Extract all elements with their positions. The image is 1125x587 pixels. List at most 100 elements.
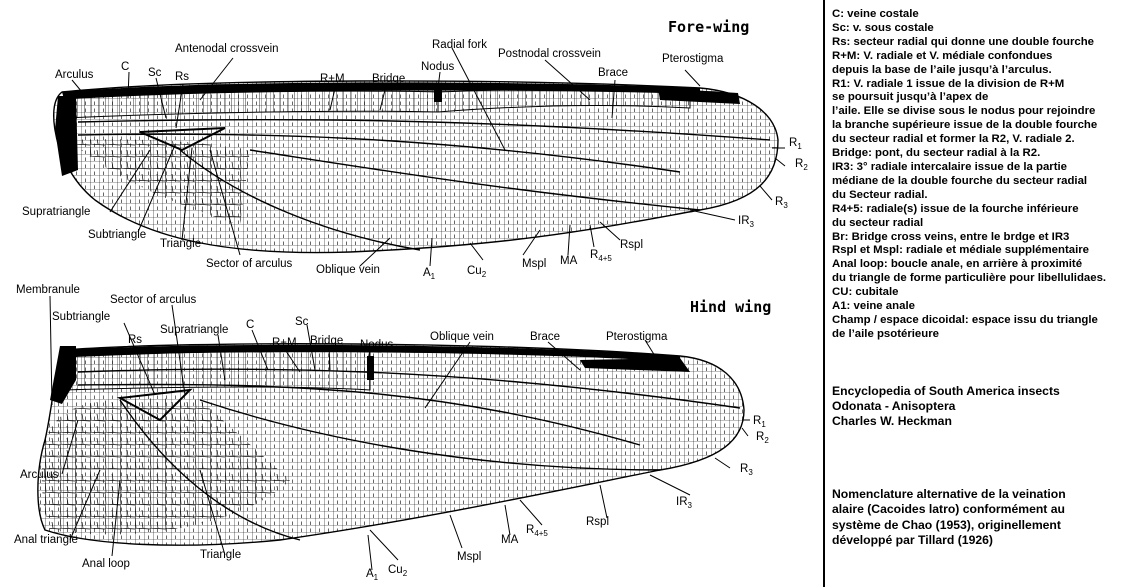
legend-line: du secteur radial et former la R2, V. ra… bbox=[832, 133, 1075, 146]
fw-label-r3: R3 bbox=[775, 196, 788, 210]
legend-line: IR3: 3° radiale intercalaire issue de la… bbox=[832, 160, 1068, 173]
fw-label-antenodal-crossvein: Antenodal crossvein bbox=[175, 43, 279, 55]
legend-line: Bridge: pont, du secteur radial à la R2. bbox=[832, 147, 1041, 160]
fw-label-r2: R2 bbox=[795, 158, 808, 172]
legend-line: C: veine costale bbox=[832, 8, 919, 20]
fw-label-ir3-main: IR bbox=[738, 215, 750, 227]
legend-line: se poursuit jusqu’à l’apex de bbox=[832, 91, 989, 104]
hw-label-rs: Rs bbox=[128, 334, 142, 346]
legend-line: R+M: V. radiale et V. médiale confondues bbox=[832, 49, 1053, 62]
hw-label-cu2: Cu2 bbox=[388, 564, 408, 578]
hw-label-oblique-vein: Oblique vein bbox=[430, 331, 494, 343]
forewing-pterostigma bbox=[658, 88, 740, 104]
fw-label-ir3: IR3 bbox=[738, 215, 755, 229]
hw-label-subtriangle: Subtriangle bbox=[52, 311, 110, 323]
legend-line: médiane de la double fourche du secteur … bbox=[832, 174, 1088, 187]
source-line: Charles W. Heckman bbox=[832, 414, 952, 428]
hw-label-r3: R3 bbox=[740, 463, 753, 477]
note-line: Nomenclature alternative de la veination bbox=[832, 487, 1066, 501]
wing-venation-diagram: Fore-wing Hind wing Antenodal crossvein … bbox=[14, 18, 808, 582]
hindwing-anal-cells bbox=[41, 398, 290, 535]
hw-label-a1-main: A bbox=[366, 568, 374, 580]
hw-label-r2-main: R bbox=[756, 431, 764, 443]
hw-label-nodus: Nodus bbox=[360, 339, 393, 351]
legend-line: Anal loop: boucle anale, en arrière à pr… bbox=[832, 258, 1083, 271]
hw-label-r45-sub: 4+5 bbox=[534, 529, 548, 538]
fw-label-postnodal-crossvein: Postnodal crossvein bbox=[498, 48, 601, 60]
fw-label-a1-sub: 1 bbox=[431, 272, 436, 281]
fw-label-mspl: Mspl bbox=[522, 258, 546, 270]
fw-label-supratriangle: Supratriangle bbox=[22, 206, 90, 218]
fw-label-r2-main: R bbox=[795, 158, 803, 170]
hw-label-mspl: Mspl bbox=[457, 551, 481, 563]
fw-label-ma: MA bbox=[560, 255, 578, 267]
legend-line: du Secteur radial. bbox=[832, 188, 928, 201]
forewing-base bbox=[55, 96, 78, 176]
vertical-divider bbox=[823, 0, 825, 587]
legend-line: Rspl et Mspl: radiale et médiale supplém… bbox=[832, 244, 1090, 257]
source-line: Odonata - Anisoptera bbox=[832, 399, 956, 413]
fw-label-r3-main: R bbox=[775, 196, 783, 208]
fw-label-ir3-sub: 3 bbox=[750, 220, 755, 229]
hw-label-bridge: Bridge bbox=[310, 335, 343, 347]
legend-line: Champ / espace dicoidal: espace issu du … bbox=[832, 313, 1098, 326]
fw-label-nodus: Nodus bbox=[421, 61, 454, 73]
hw-label-pterostigma: Pterostigma bbox=[606, 331, 668, 343]
fw-label-rs: Rs bbox=[175, 71, 189, 83]
fw-label-subtriangle: Subtriangle bbox=[88, 229, 146, 241]
fw-label-r3-sub: 3 bbox=[783, 201, 788, 210]
fw-label-r1-sub: 1 bbox=[797, 142, 802, 151]
hw-label-ma: MA bbox=[501, 534, 519, 546]
hw-label-r1-sub: 1 bbox=[761, 420, 766, 429]
hw-label-r3-main: R bbox=[740, 463, 748, 475]
fw-label-cu2-sub: 2 bbox=[482, 270, 487, 279]
fw-label-triangle: Triangle bbox=[160, 238, 201, 250]
fw-label-arculus: Arculus bbox=[55, 69, 94, 81]
fw-label-brace: Brace bbox=[598, 67, 628, 79]
fw-label-r45-main: R bbox=[590, 249, 598, 261]
fw-label-oblique-vein: Oblique vein bbox=[316, 264, 380, 276]
fw-label-r45: R4+5 bbox=[590, 249, 612, 263]
forewing-basal-cells bbox=[70, 139, 250, 225]
hw-label-r1-main: R bbox=[753, 415, 761, 427]
hw-label-brace: Brace bbox=[530, 331, 560, 343]
hw-label-c: C bbox=[246, 319, 254, 331]
nomenclature-note: Nomenclature alternative de la veination… bbox=[832, 487, 1122, 548]
hw-label-r2: R2 bbox=[756, 431, 769, 445]
legend-line: A1: veine anale bbox=[832, 300, 915, 313]
hw-label-anal-triangle: Anal triangle bbox=[14, 534, 78, 546]
note-line: système de Chao (1953), originellement bbox=[832, 517, 1061, 532]
legend-line: du triangle de forme particulière pour l… bbox=[832, 272, 1107, 285]
note-line: alaire (Cacoides latro) conformément au bbox=[832, 502, 1065, 517]
hindwing-main-veins bbox=[77, 368, 741, 541]
forewing-postnodal-field bbox=[437, 88, 691, 113]
hindwing-figure bbox=[37, 343, 745, 546]
forewing-figure bbox=[53, 80, 779, 254]
hw-label-r45-main: R bbox=[526, 524, 534, 536]
legend-line: R1: V. radiale 1 issue de la division de… bbox=[832, 77, 1065, 90]
fw-label-rm: R+M bbox=[320, 73, 345, 85]
fw-label-r1-main: R bbox=[789, 137, 797, 149]
hw-label-anal-loop: Anal loop bbox=[82, 558, 130, 570]
fw-label-sector-of-arculus: Sector of arculus bbox=[206, 258, 293, 270]
hw-label-rm: R+M bbox=[272, 337, 297, 349]
hw-label-r45: R4+5 bbox=[526, 524, 548, 538]
fw-label-r45-sub: 4+5 bbox=[598, 254, 612, 263]
hw-label-membranule: Membranule bbox=[16, 284, 80, 296]
hindwing-title: Hind wing bbox=[690, 298, 771, 316]
fw-label-radial-fork: Radial fork bbox=[432, 39, 487, 51]
hw-label-a1: A1 bbox=[366, 568, 379, 582]
fw-label-r1: R1 bbox=[789, 137, 802, 151]
fw-label-a1-main: A bbox=[423, 267, 431, 279]
legend-line: de l’aile psotérieure bbox=[832, 327, 939, 340]
hw-label-sc: Sc bbox=[295, 316, 309, 328]
hw-label-ir3: IR3 bbox=[676, 496, 693, 510]
fw-label-cu2-main: Cu bbox=[467, 265, 482, 277]
legend-line: l’aile. Elle se divise sous le nodus pou… bbox=[832, 105, 1096, 118]
legend-line: depuis la base de l’aile jusqu’à l’arcul… bbox=[832, 63, 1052, 76]
fw-label-c: C bbox=[121, 61, 129, 73]
legend-line: du secteur radial bbox=[832, 216, 924, 229]
fw-label-pterostigma: Pterostigma bbox=[662, 53, 724, 65]
